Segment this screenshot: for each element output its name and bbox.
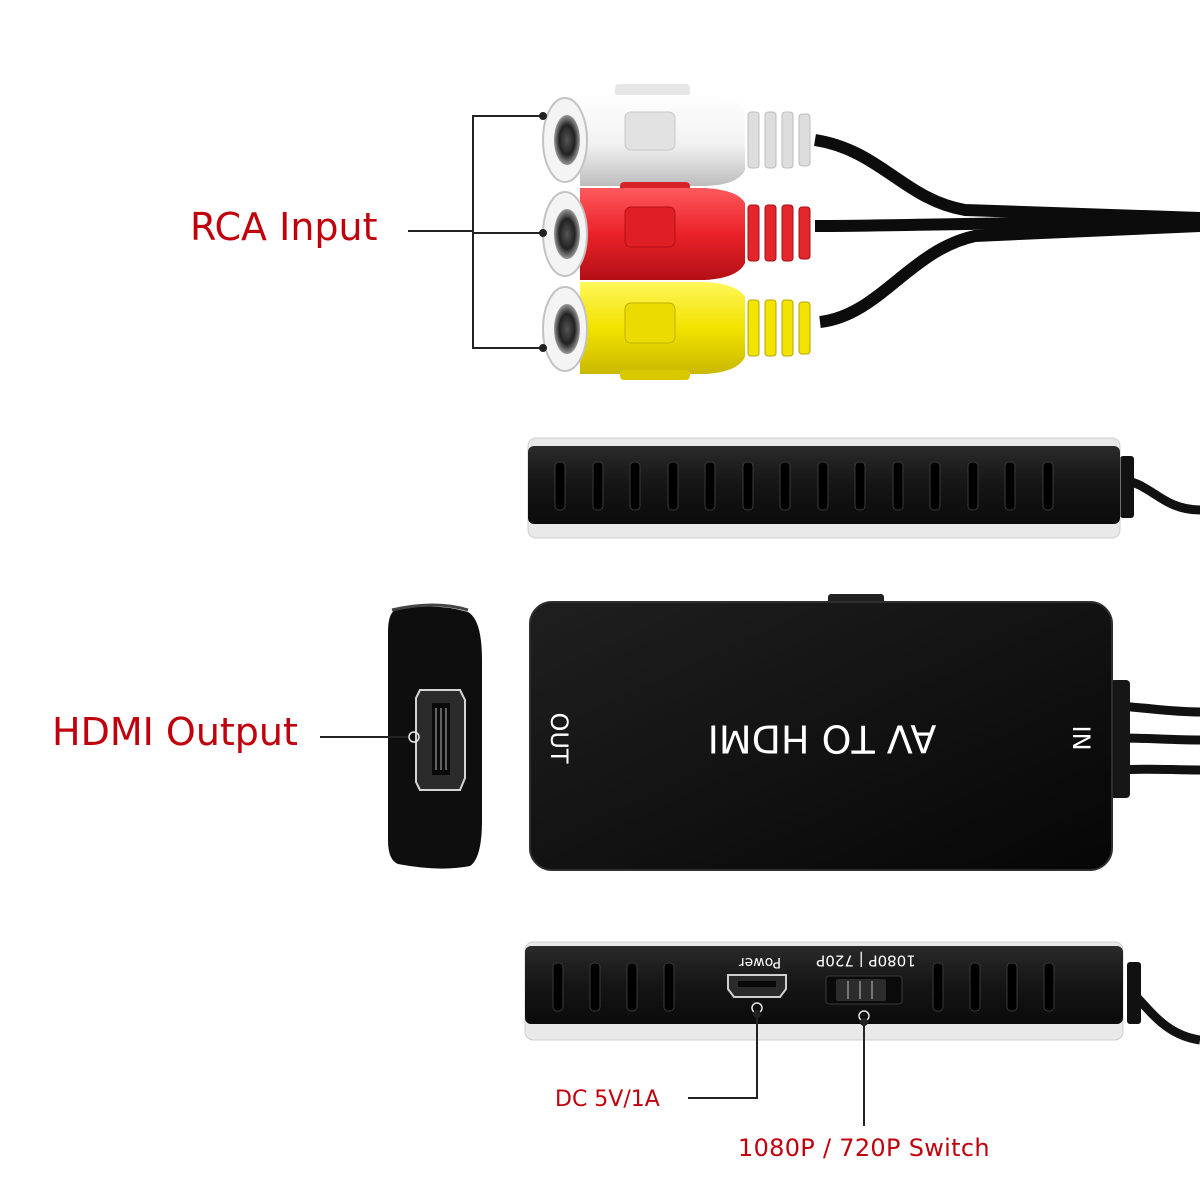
converter-side-view-rca: [527, 437, 1200, 539]
dc-power-callout: DC 5V/1A: [555, 1087, 660, 1112]
rca-cables: [813, 134, 1200, 328]
hdmi-output-callout: HDMI Output: [52, 710, 298, 754]
vent-slot: [929, 461, 941, 511]
converter-top-view: AV TO HDMI OUT IN: [529, 594, 1200, 871]
switch-marking-label: 1080P | 720P: [816, 952, 916, 970]
rca-connector-white: [542, 84, 811, 186]
rca-input-bracket: [408, 112, 547, 352]
rca-input-callout: RCA Input: [190, 205, 378, 249]
power-leader: [688, 1010, 761, 1099]
vent-slot: [589, 962, 601, 1012]
vent-slot: [663, 962, 675, 1012]
vent-slot: [704, 461, 716, 511]
vent-slot: [592, 461, 604, 511]
out-port-label: OUT: [545, 712, 573, 763]
vent-slot: [1043, 962, 1055, 1012]
vent-slot: [1042, 461, 1054, 511]
power-port-label: Power: [739, 954, 782, 970]
vent-slot: [629, 461, 641, 511]
vent-slot: [1006, 962, 1018, 1012]
vent-slot: [932, 962, 944, 1012]
vent-slot: [554, 461, 566, 511]
vent-slots: [552, 962, 1055, 1012]
vent-slot: [742, 461, 754, 511]
vent-slot: [967, 461, 979, 511]
vent-slot: [854, 461, 866, 511]
vent-slot: [1004, 461, 1016, 511]
rca-connector-red: [542, 182, 811, 280]
converter-side-view-power: Power 1080P | 720P: [524, 941, 1200, 1045]
switch-leader: [860, 1018, 868, 1126]
vent-slot: [817, 461, 829, 511]
in-port-label: IN: [1067, 725, 1095, 750]
resolution-switch-callout: 1080P / 720P Switch: [738, 1134, 990, 1162]
vent-slot: [892, 461, 904, 511]
vent-slot: [552, 962, 564, 1012]
rca-connector-yellow: [542, 282, 811, 380]
vent-slot: [969, 962, 981, 1012]
vent-slot: [667, 461, 679, 511]
hdmi-end-view: [388, 603, 482, 869]
vent-slot: [779, 461, 791, 511]
product-name-text: AV TO HDMI: [708, 717, 937, 761]
vent-slots: [554, 461, 1054, 511]
vent-slot: [626, 962, 638, 1012]
